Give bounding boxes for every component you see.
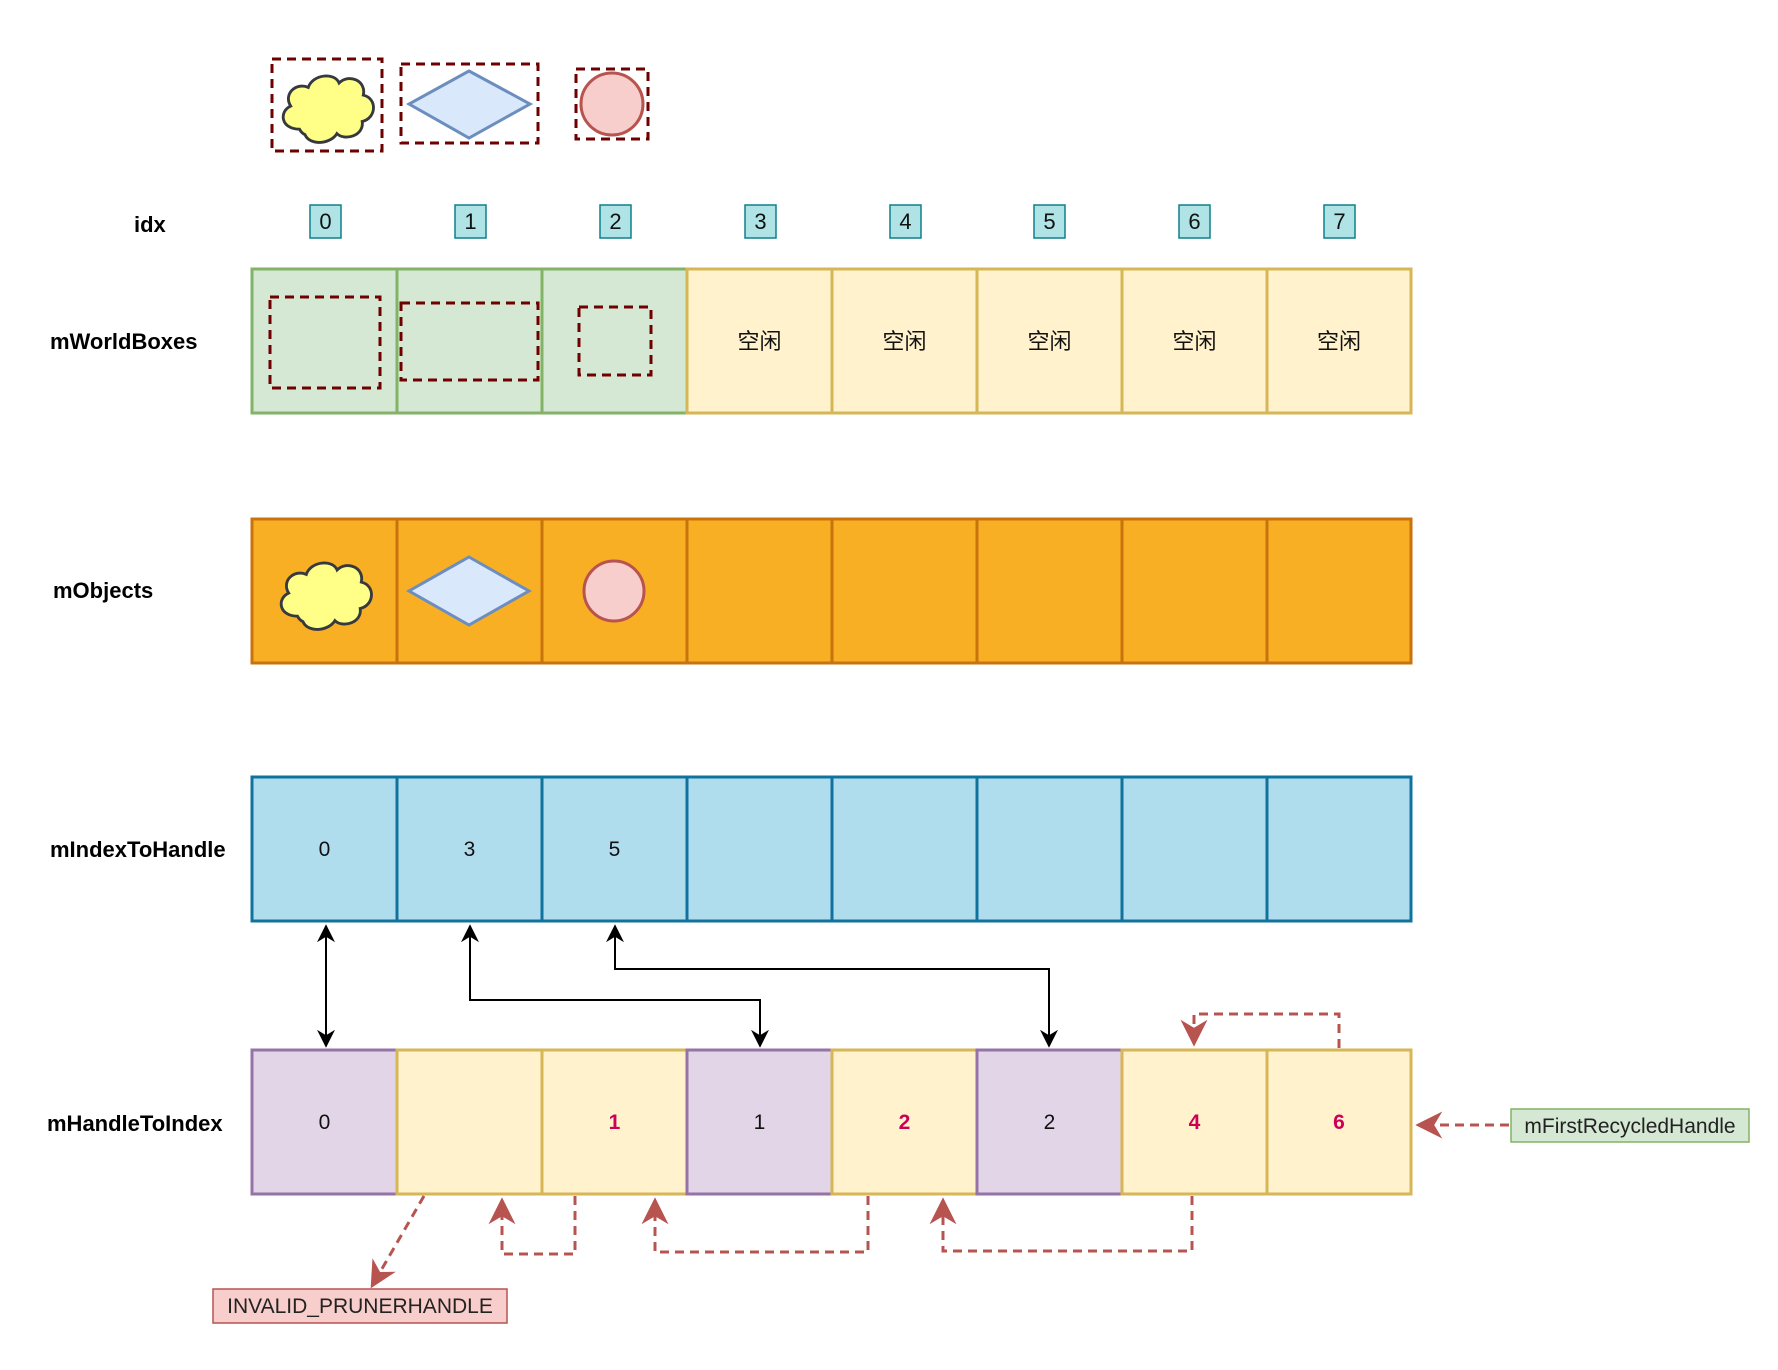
row-label-objects: mObjects xyxy=(53,578,153,603)
index-to-handle-value: 3 xyxy=(464,838,476,861)
legend-circle-bounds xyxy=(574,67,650,141)
idx-box xyxy=(1178,204,1211,239)
first-recycled-tag: mFirstRecycledHandle xyxy=(1510,1108,1750,1143)
world-box-cell-free xyxy=(685,267,834,415)
first-recycled-tag-label: mFirstRecycledHandle xyxy=(1524,1115,1735,1138)
handle-cell-free xyxy=(1265,1048,1413,1196)
free-link-4-to-2 xyxy=(641,1196,870,1254)
cloud-shape xyxy=(281,74,375,144)
idx-box xyxy=(1033,204,1066,239)
idx-label: 6 xyxy=(1188,209,1200,234)
bounding-box-cloud xyxy=(268,295,382,390)
handle-cell-free xyxy=(830,1048,979,1196)
object-cell xyxy=(830,517,979,665)
index-to-handle-value: 0 xyxy=(319,838,331,861)
idx-box xyxy=(309,204,342,239)
idx-box xyxy=(744,204,777,239)
index-to-handle-value: 5 xyxy=(609,838,621,861)
circle-shape xyxy=(582,559,646,623)
handle-cell-free xyxy=(540,1048,689,1196)
index-to-handle-cell xyxy=(685,775,834,923)
world-box-cell-used xyxy=(250,267,399,415)
free-slot-label: 空闲 xyxy=(882,330,926,355)
index-to-handle-cell xyxy=(830,775,979,923)
handle-cell-used xyxy=(975,1048,1124,1196)
legend-diamond-bounds xyxy=(399,62,540,145)
next-free-handle-value: 1 xyxy=(609,1111,621,1134)
world-box-cell-free xyxy=(975,267,1124,415)
idx-label: 1 xyxy=(464,209,476,234)
free-link-to-invalid xyxy=(370,1195,426,1289)
object-cell xyxy=(975,517,1124,665)
free-link-2-to-1 xyxy=(488,1196,577,1256)
index-to-handle-cell xyxy=(250,775,399,923)
invalid-tag-label: INVALID_PRUNERHANDLE xyxy=(227,1295,493,1318)
world-box-cell-used xyxy=(540,267,689,415)
handle-to-index-value: 2 xyxy=(1044,1111,1056,1134)
index-to-handle-cell xyxy=(1120,775,1269,923)
diamond-shape xyxy=(405,555,533,627)
handle-cell-used xyxy=(685,1048,834,1196)
object-cell xyxy=(685,517,834,665)
index-to-handle-cell xyxy=(1265,775,1413,923)
link-index2-handle5 xyxy=(606,924,1058,1048)
row-label-world-boxes: mWorldBoxes xyxy=(50,329,198,354)
idx-box xyxy=(1323,204,1356,239)
objects-row xyxy=(250,517,1413,665)
free-slot-label: 空闲 xyxy=(1317,330,1361,355)
idx-label: 5 xyxy=(1043,209,1055,234)
handle-cell-used xyxy=(250,1048,399,1196)
idx-box xyxy=(889,204,922,239)
world-boxes-row: 空闲 空闲 空闲 空闲 空闲 xyxy=(250,267,1413,415)
legend-cloud-bounds xyxy=(270,57,384,153)
idx-label: 4 xyxy=(899,209,911,234)
handle-cell-free xyxy=(395,1048,544,1196)
world-box-cell-free xyxy=(1265,267,1413,415)
idx-label: 2 xyxy=(609,209,621,234)
next-free-handle-value: 6 xyxy=(1333,1111,1345,1134)
row-label-idx: idx xyxy=(134,212,167,237)
circle-shape xyxy=(579,71,645,137)
index-to-handle-row: 0 3 5 xyxy=(250,775,1413,923)
free-list-links xyxy=(370,1012,1509,1289)
diamond-shape xyxy=(405,69,534,140)
idx-label: 7 xyxy=(1333,209,1345,234)
next-free-handle-value: 2 xyxy=(899,1111,911,1134)
object-cell xyxy=(1265,517,1413,665)
index-to-handle-cell xyxy=(540,775,689,923)
row-label-handle-to-index: mHandleToIndex xyxy=(47,1111,223,1136)
invalid-tag-box xyxy=(212,1288,508,1324)
index-to-handle-cell xyxy=(975,775,1124,923)
object-cell xyxy=(1120,517,1269,665)
handle-to-index-value: 1 xyxy=(754,1111,766,1134)
bounding-box-diamond xyxy=(399,301,540,382)
idx-box xyxy=(454,204,487,239)
idx-label: 3 xyxy=(754,209,766,234)
shape-legend xyxy=(270,57,650,153)
handle-to-index-row: 0 1 1 2 2 4 6 xyxy=(250,1048,1413,1196)
free-link-7-to-6 xyxy=(1180,1012,1341,1048)
first-recycled-tag-box xyxy=(1510,1108,1750,1143)
free-slot-label: 空闲 xyxy=(1027,330,1071,355)
row-label-index-to-handle: mIndexToHandle xyxy=(50,837,226,862)
free-link-6-to-4 xyxy=(929,1196,1194,1253)
idx-row: 0 1 2 3 4 5 6 7 xyxy=(309,204,1356,239)
invalid-tag: INVALID_PRUNERHANDLE xyxy=(212,1288,508,1324)
index-handle-links xyxy=(317,924,1058,1048)
bounding-box-circle xyxy=(577,305,653,377)
world-box-cell-used xyxy=(395,267,544,415)
handle-to-index-value: 0 xyxy=(319,1111,331,1134)
world-box-cell-free xyxy=(1120,267,1269,415)
free-slot-label: 空闲 xyxy=(1172,330,1216,355)
free-slot-label: 空闲 xyxy=(737,330,781,355)
idx-label: 0 xyxy=(319,209,331,234)
idx-box xyxy=(599,204,632,239)
handle-cell-free xyxy=(1120,1048,1269,1196)
next-free-handle-value: 4 xyxy=(1189,1111,1201,1134)
